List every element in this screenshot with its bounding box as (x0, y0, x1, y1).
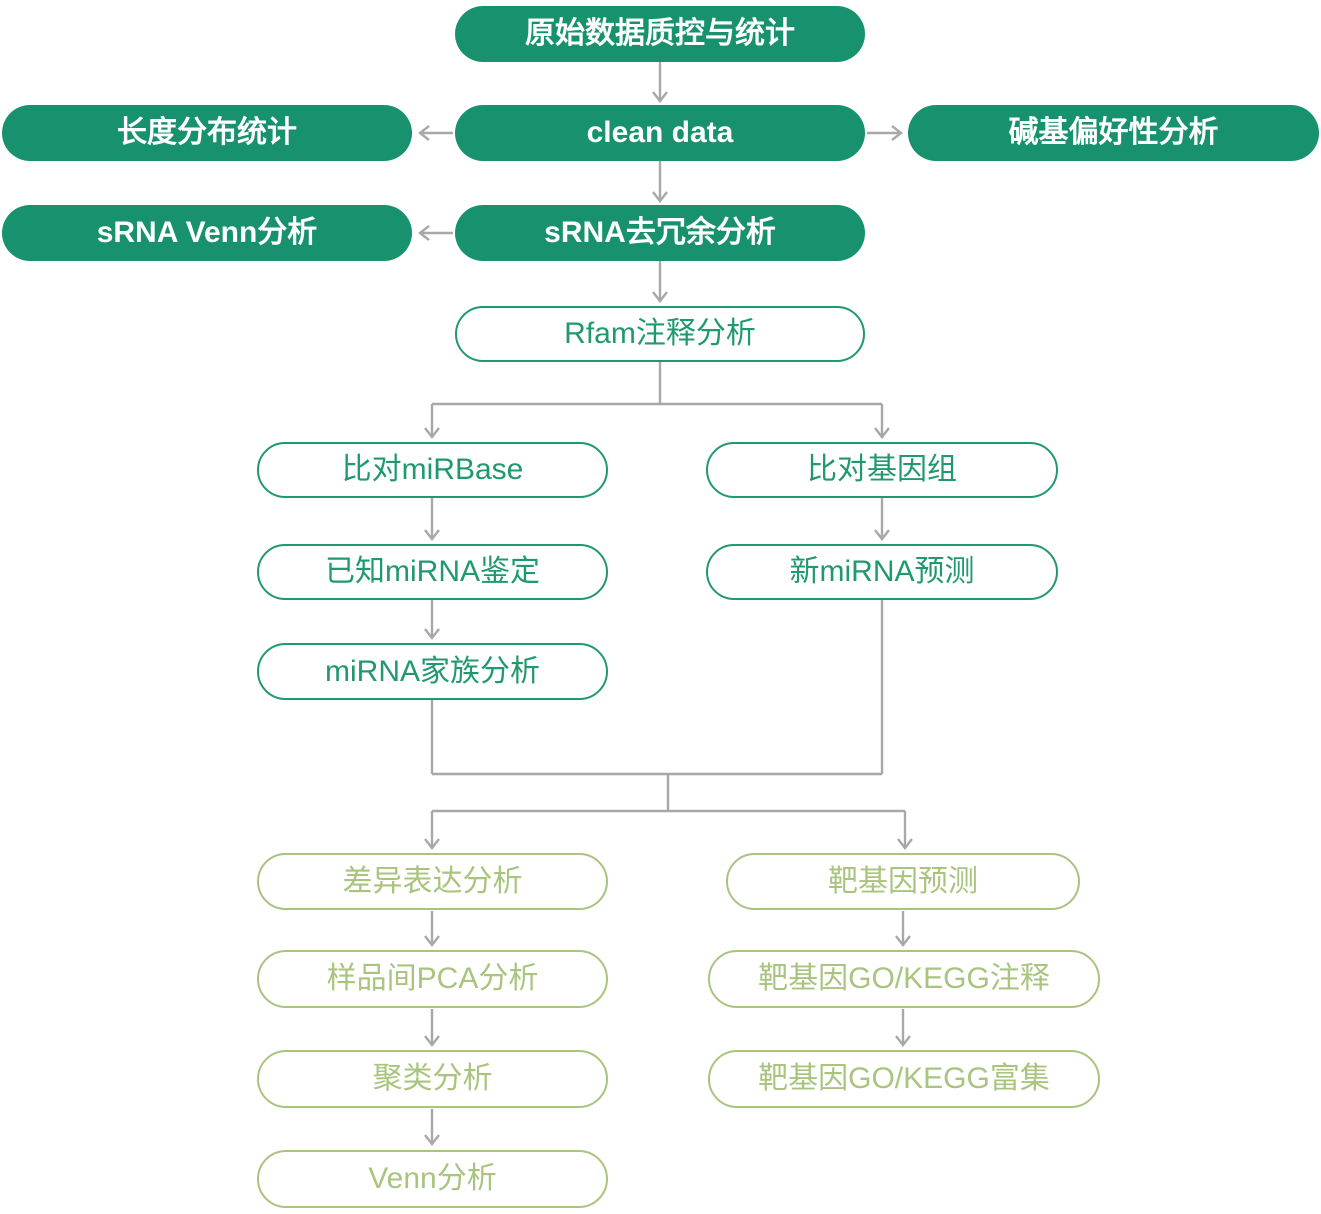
node-target-gene-prediction: 靶基因预测 (726, 853, 1080, 910)
node-length-distribution: 长度分布统计 (2, 105, 412, 161)
connector-rfam-split-rail (432, 362, 882, 406)
node-venn-analysis: Venn分析 (257, 1150, 608, 1208)
node-target-go-kegg-enrichment: 靶基因GO/KEGG富集 (708, 1050, 1100, 1108)
node-clean-data: clean data (455, 105, 865, 161)
connector-merge-split-rail (430, 600, 905, 813)
node-align-genome: 比对基因组 (706, 442, 1058, 498)
node-cluster-analysis: 聚类分析 (257, 1050, 608, 1108)
node-srna-venn-analysis: sRNA Venn分析 (2, 205, 412, 261)
node-target-go-kegg-annotation: 靶基因GO/KEGG注释 (708, 950, 1100, 1008)
node-raw-data-qc: 原始数据质控与统计 (455, 6, 865, 62)
node-align-mirbase: 比对miRBase (257, 442, 608, 498)
node-base-bias-analysis: 碱基偏好性分析 (908, 105, 1319, 161)
node-srna-dedup-analysis: sRNA去冗余分析 (455, 205, 865, 261)
node-diff-expression-analysis: 差异表达分析 (257, 853, 608, 910)
node-rfam-annotation: Rfam注释分析 (455, 306, 865, 362)
node-sample-pca-analysis: 样品间PCA分析 (257, 950, 608, 1008)
node-known-mirna-identification: 已知miRNA鉴定 (257, 544, 608, 600)
node-novel-mirna-prediction: 新miRNA预测 (706, 544, 1058, 600)
node-mirna-family-analysis: miRNA家族分析 (257, 643, 608, 700)
